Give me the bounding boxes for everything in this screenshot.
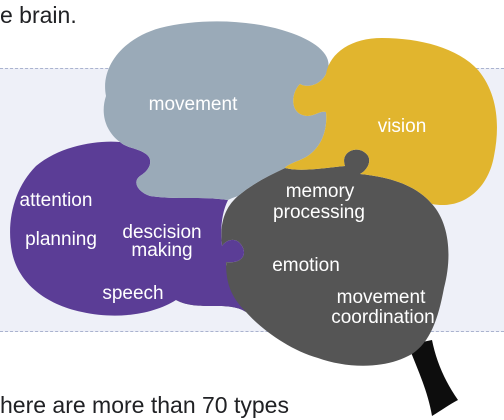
- label-movement: movement: [149, 94, 238, 115]
- body-text-fragment: here are more than 70 types: [0, 392, 289, 418]
- temporal-region: [176, 149, 449, 366]
- occipital-region: [285, 38, 497, 206]
- label-vision: vision: [378, 116, 427, 137]
- frontal-region: [10, 141, 247, 316]
- label-making: making: [131, 240, 192, 261]
- label-attention: attention: [20, 190, 93, 211]
- label-speech: speech: [102, 283, 163, 304]
- brainstem-region: [408, 340, 458, 416]
- label-movement-coordination-2: coordination: [331, 307, 435, 328]
- intro-text-fragment: e brain.: [0, 2, 77, 28]
- label-emotion: emotion: [272, 255, 340, 276]
- label-processing: processing: [273, 202, 365, 223]
- label-movement-coordination-1: movement: [337, 287, 426, 308]
- label-descision: descision: [122, 222, 201, 243]
- parietal-region: [103, 21, 329, 201]
- label-planning: planning: [25, 229, 97, 250]
- label-memory: memory: [286, 181, 355, 202]
